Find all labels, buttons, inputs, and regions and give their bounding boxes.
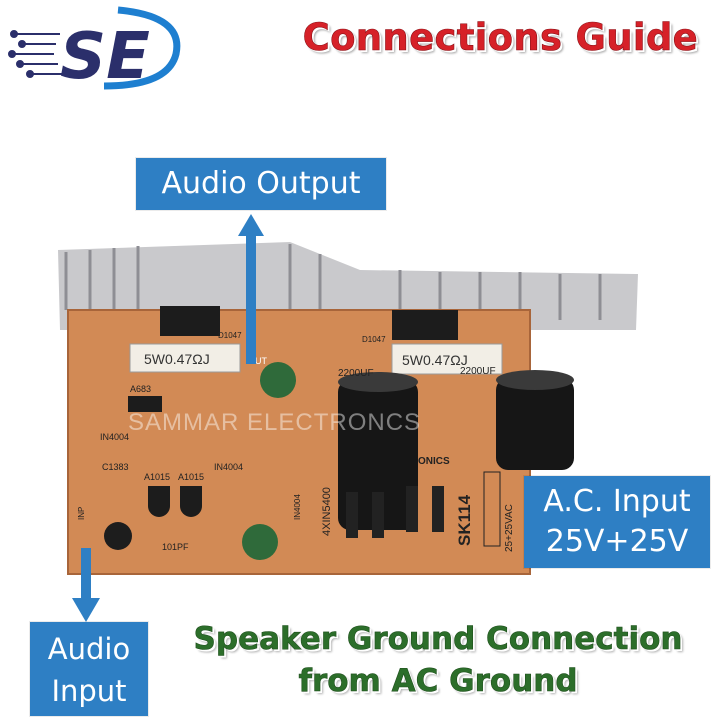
onics-label: ONICS xyxy=(418,456,450,467)
power-transistor-right xyxy=(392,310,458,340)
a683-label: A683 xyxy=(130,384,151,394)
speaker-ground-caption: Speaker Ground Connection from AC Ground xyxy=(164,618,712,702)
circuit-lines-icon xyxy=(8,30,62,78)
pf101-label: 101PF xyxy=(162,542,189,552)
power-resistor-left-text: 5W0.47ΩJ xyxy=(144,351,210,367)
small-transistor-1 xyxy=(148,486,170,517)
ac-input-label: A.C. Input 25V+25V xyxy=(524,476,710,568)
in4004-label-1: IN4004 xyxy=(100,432,129,442)
brand-logo: SE xyxy=(8,6,181,90)
d1047-label-2: D1047 xyxy=(362,335,386,344)
diode-label: 4XIN5400 xyxy=(321,487,333,536)
in4004-label-3: IN4004 xyxy=(293,494,302,520)
cap-right-label: 2200UF xyxy=(460,366,496,377)
rectifier-diodes xyxy=(346,486,444,538)
page-title: Connections Guide xyxy=(302,16,698,60)
ac-input-line2: 25V+25V xyxy=(545,524,689,559)
audio-input-label: Audio Input xyxy=(30,622,148,716)
ac-terminal xyxy=(483,471,501,547)
caption-line2: from AC Ground xyxy=(298,663,578,700)
in4004-label-2: IN4004 xyxy=(214,462,243,472)
a1015-label-1: A1015 xyxy=(144,472,170,482)
watermark: SAMMAR ELECTRONCS xyxy=(128,409,421,436)
audio-output-label: Audio Output xyxy=(136,158,386,210)
c1383-label: C1383 xyxy=(102,462,129,472)
small-capacitor-1 xyxy=(260,362,296,398)
small-capacitor-3 xyxy=(104,522,132,550)
filter-capacitor-right xyxy=(496,370,574,470)
power-resistor-right xyxy=(391,343,503,375)
d1047-label-1: D1047 xyxy=(218,331,242,340)
driver-transistor xyxy=(128,396,162,412)
logo-swoosh xyxy=(103,6,181,90)
logo-text: SE xyxy=(60,20,150,90)
model-label: SK114 xyxy=(455,494,474,546)
audio-output-arrow-icon xyxy=(238,214,264,364)
audio-input-line1: Audio xyxy=(47,632,131,666)
ac-terminal-label: 25+25VAC xyxy=(504,504,515,552)
out-label: OUT xyxy=(248,356,268,366)
audio-input-line2: Input xyxy=(51,674,127,708)
amplifier-board-illustration: D1047 D1047 5W0.47ΩJ 5W0.47ΩJ OUT 2200UF… xyxy=(58,242,638,575)
audio-input-arrow-icon xyxy=(72,548,100,622)
a1015-label-2: A1015 xyxy=(178,472,204,482)
inp-label: INP xyxy=(77,507,86,520)
ac-input-line1: A.C. Input xyxy=(543,484,691,519)
power-resistor-left xyxy=(129,343,241,373)
power-resistor-right-text: 5W0.47ΩJ xyxy=(402,352,468,368)
caption-line1: Speaker Ground Connection xyxy=(193,621,683,658)
small-capacitor-2 xyxy=(242,524,278,560)
small-transistor-2 xyxy=(180,486,202,517)
power-transistor-left xyxy=(160,306,220,336)
cap-left-label: 2200UF xyxy=(338,368,374,379)
